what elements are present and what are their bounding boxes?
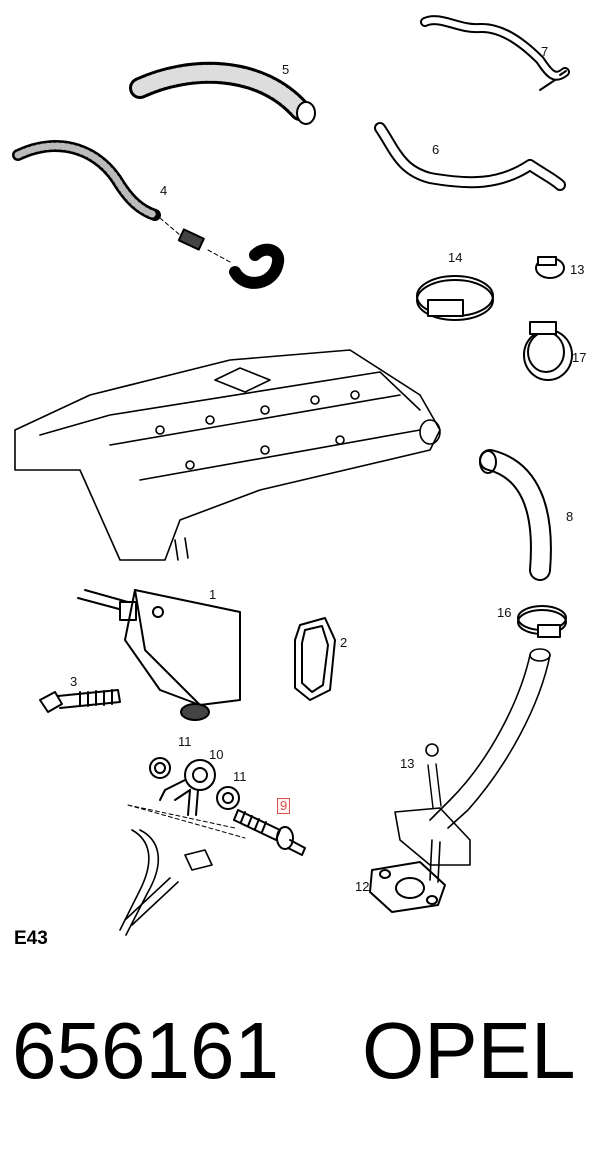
label-part-16: 16 [497,605,512,620]
label-part-15: 14 [448,250,463,265]
hose-part-8 [479,449,552,581]
label-part-8: 8 [566,509,574,524]
label-part-11a: 11 [178,734,192,749]
label-part-1: 1 [209,587,217,602]
pipe-part-7 [420,15,570,91]
hose-part-5 [129,61,316,125]
label-part-10: 10 [209,747,224,762]
label-part-9-highlighted[interactable]: 9 [277,798,291,814]
label-part-17: 17 [572,350,587,365]
pipe-part-6 [374,122,566,191]
dipstick-pipe [394,648,551,883]
label-part-14: 13 [570,262,585,277]
clamp-part-15 [416,275,494,321]
clamp-part-17 [523,321,573,381]
banjo-fitting-part-10 [159,759,216,816]
label-part-3: 3 [70,674,78,689]
hose-part-4 [12,140,285,289]
label-part-7: 7 [541,44,549,59]
part-number: 656161 [12,1006,279,1095]
label-part-6: 6 [432,142,440,157]
gasket-part-2 [294,617,336,701]
washer-part-11b [216,786,240,810]
gasket-part-12 [369,861,446,913]
bolt-part-9 [233,809,306,856]
cam-cover [14,349,441,561]
label-part-12: 12 [355,879,370,894]
exploded-parts-diagram [12,15,573,936]
washer-part-11a [149,757,171,779]
bolt-part-3 [39,689,121,713]
label-part-2: 2 [340,635,348,650]
label-part-5: 5 [282,62,290,77]
clamp-part-16 [517,605,567,638]
clamp-part-14 [535,256,565,279]
label-part-13: 13 [400,756,415,771]
section-code: E43 [14,928,48,949]
label-part-11b: 11 [233,769,247,784]
housing-part-1 [77,589,241,721]
brand-name: OPEL [362,1006,576,1095]
label-part-4: 4 [160,183,168,198]
breather-hoses [119,804,246,936]
